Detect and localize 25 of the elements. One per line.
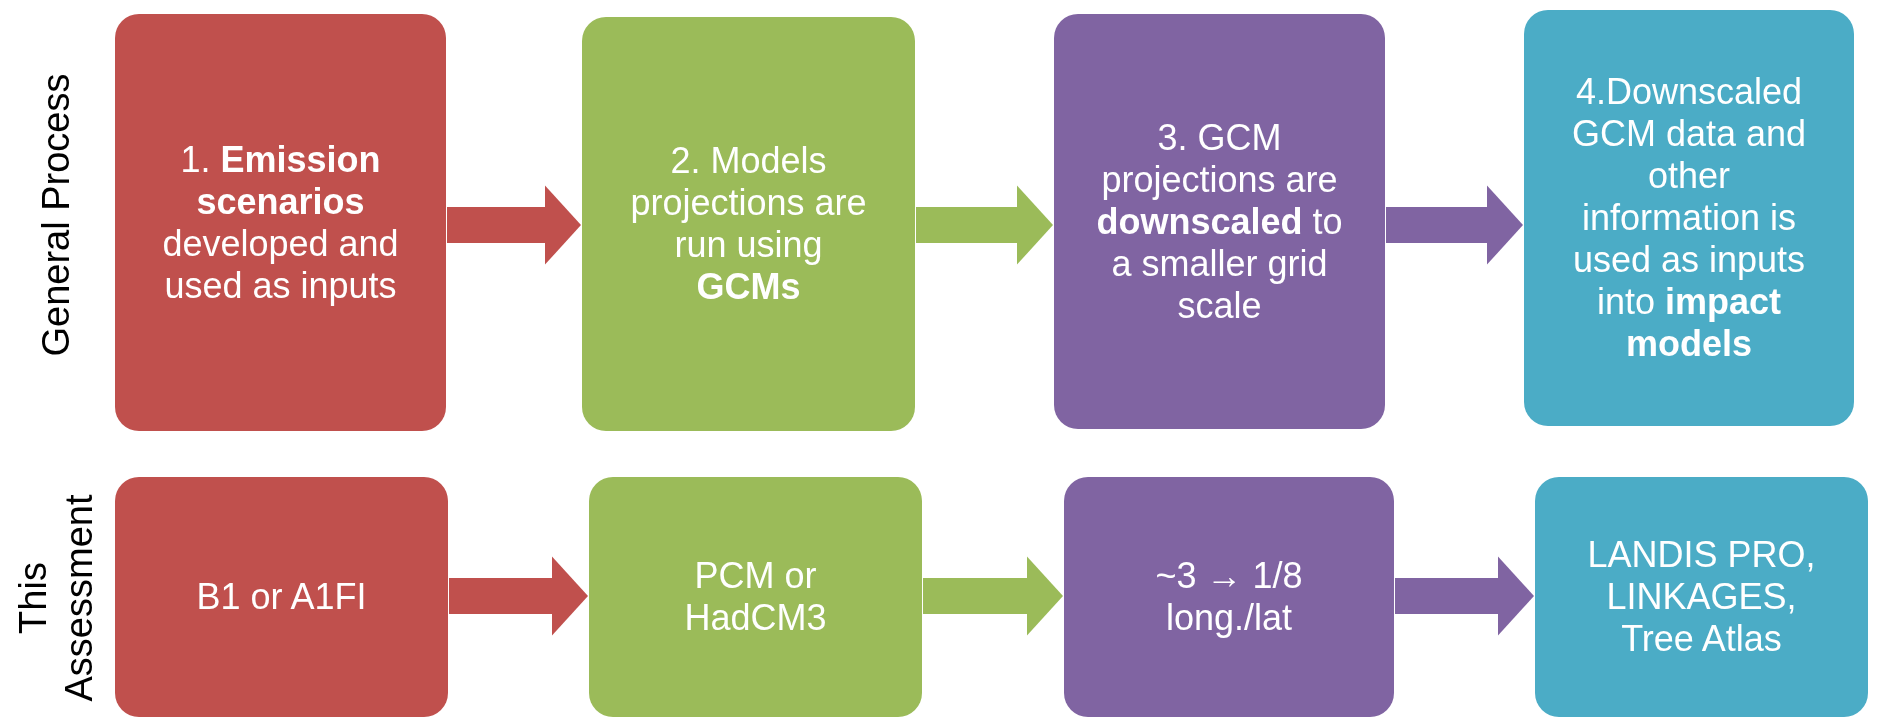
block-arrow <box>447 185 581 265</box>
block-arrow <box>1395 556 1534 636</box>
process-box <box>115 14 446 431</box>
process-box <box>582 17 915 431</box>
box-text: 4.Downscaled GCM data and other information is used as inputs into impact models <box>1570 71 1808 365</box>
process-box <box>589 477 922 717</box>
block-arrow <box>916 185 1053 265</box>
process-box <box>115 477 448 717</box>
process-box <box>1535 477 1868 717</box>
box-text: 3. GCM projections are downscaled to a smaller grid scale <box>1096 116 1343 327</box>
box-text: B1 or A1FI <box>196 576 367 618</box>
process-box <box>1064 477 1394 717</box>
process-box <box>1524 10 1854 426</box>
block-arrow <box>1386 185 1523 265</box>
box-text: PCM or HadCM3 <box>683 555 828 639</box>
block-arrow <box>449 556 588 636</box>
block-arrow <box>923 556 1063 636</box>
row-label: General Process <box>34 72 78 359</box>
box-text: LANDIS PRO, LINKAGES, Tree Atlas <box>1586 534 1817 660</box>
box-text: long./lat <box>1165 597 1293 639</box>
box-text: ~3 → 1/8 <box>1155 555 1303 597</box>
process-box <box>1054 14 1385 429</box>
row-label: This Assessment <box>11 493 101 704</box>
box-text: 1. Emission scenarios developed and used as inputs <box>161 138 400 307</box>
box-text: 2. Models projections are run using GCMs <box>629 140 868 308</box>
